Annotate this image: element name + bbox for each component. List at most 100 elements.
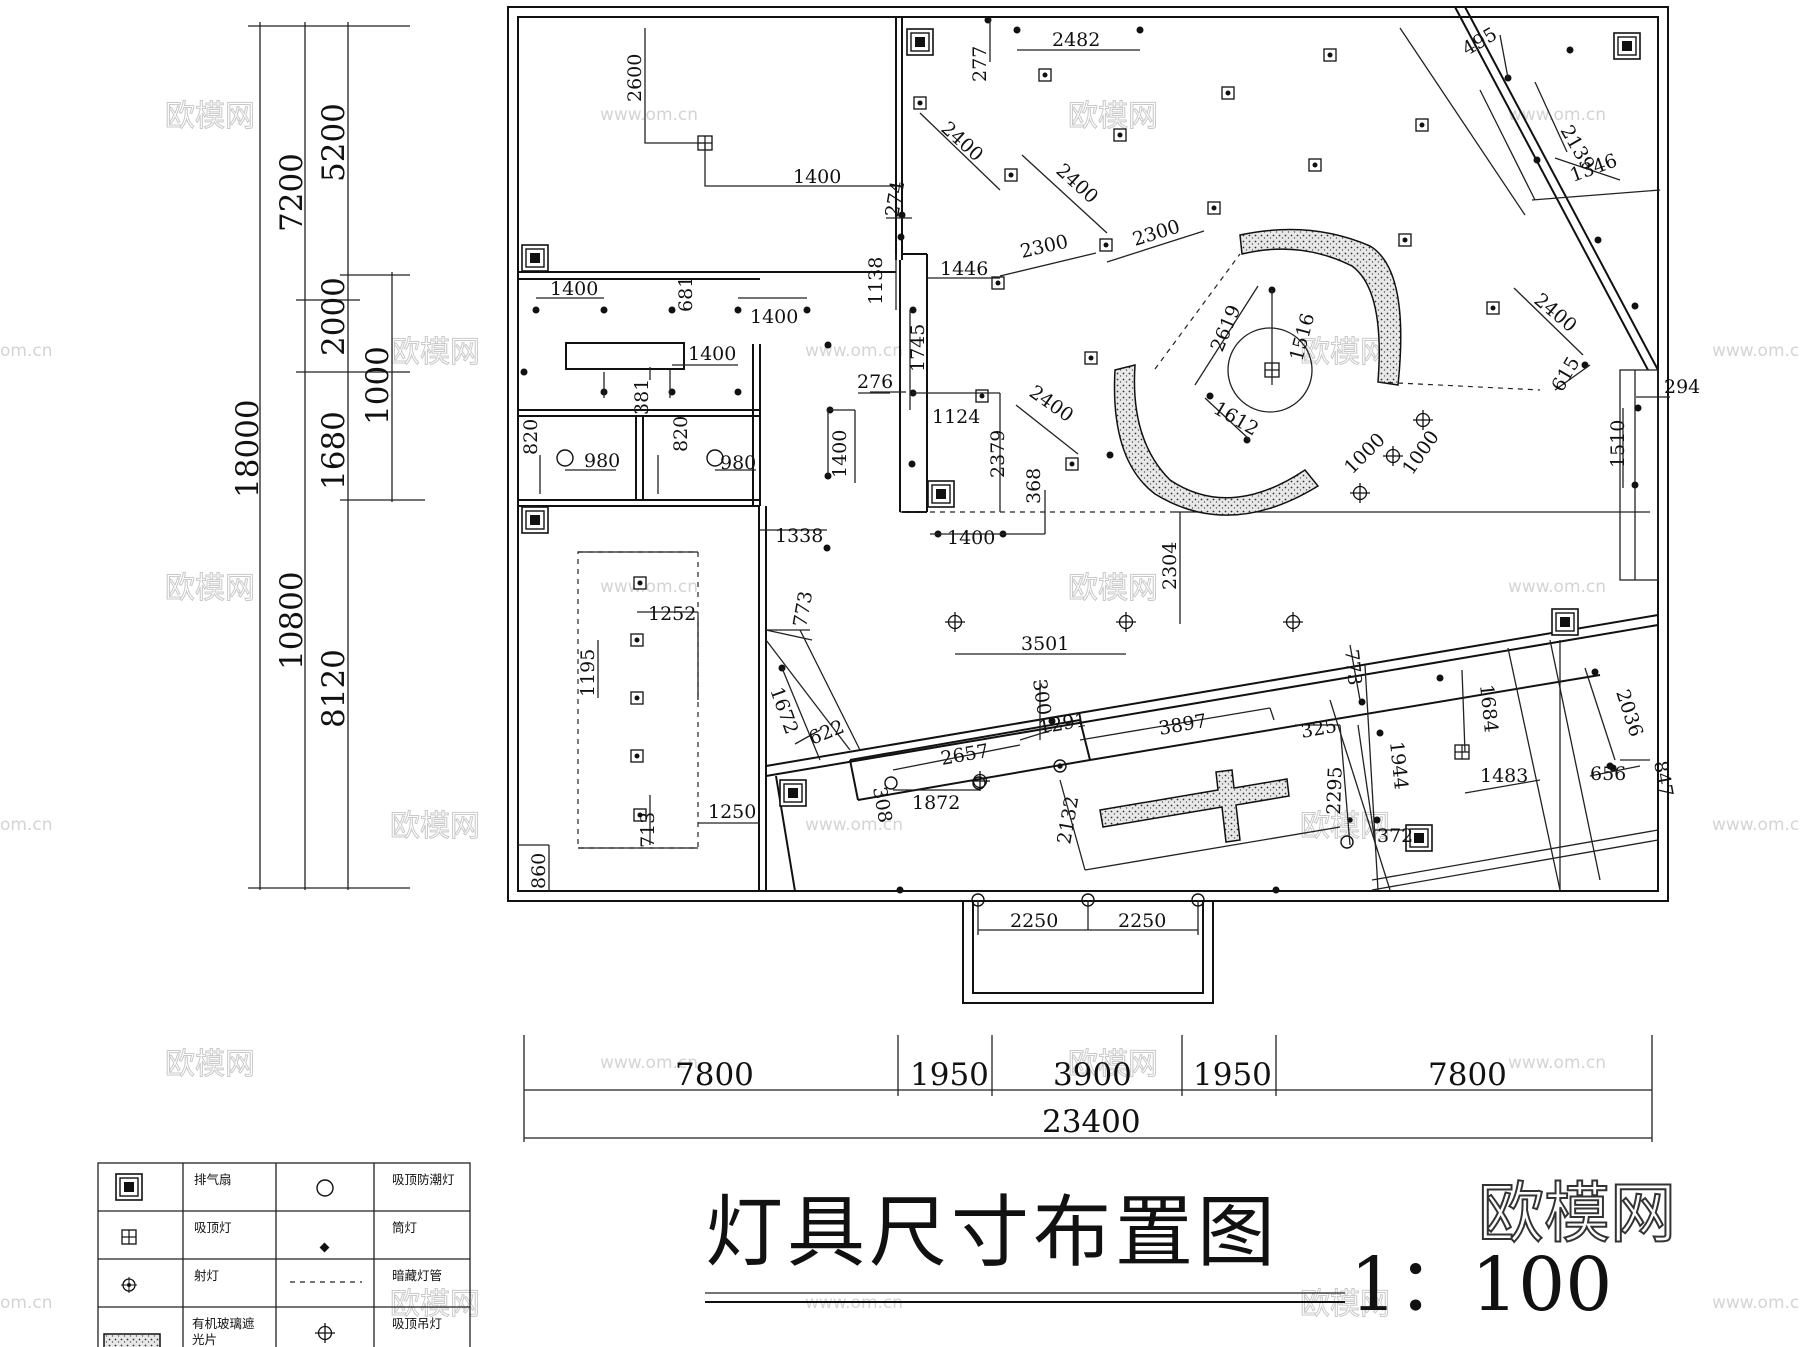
dim-label: 820 (520, 419, 542, 455)
interior-walls (518, 6, 1661, 892)
dim-label: 276 (857, 371, 893, 393)
dim-label: 1124 (932, 406, 980, 428)
dim-label: 615 (1547, 353, 1584, 395)
spotlight-icon (121, 1277, 137, 1293)
dim-label: 1400 (688, 343, 736, 365)
watermark-url: www.om.cn (1712, 815, 1800, 835)
legend-label: 有机玻璃遮 (192, 1316, 255, 1331)
dim-label: 2482 (1052, 29, 1100, 51)
dim-bottom-seg: 1950 (910, 1057, 989, 1093)
dim-label: 1745 (907, 324, 929, 372)
dim-label: 294 (1664, 376, 1700, 398)
dim-label: 2400 (1025, 381, 1077, 427)
watermark-logo: 欧模网 (1068, 571, 1158, 606)
acrylic-panel-icon (103, 1333, 161, 1347)
legend-label: 吸顶防潮灯 (392, 1172, 455, 1187)
dim-label: 1252 (648, 603, 696, 625)
watermark-logo: 欧模网 (165, 1047, 255, 1082)
dim-label: 2619 (1206, 302, 1245, 355)
watermark-logo: 欧模网 (165, 571, 255, 606)
ceiling-lamp-icon (121, 1229, 137, 1245)
dim-label: 847 (1649, 759, 1677, 799)
dim-label: 1944 (1385, 740, 1412, 790)
dim-label: 1000 (1340, 429, 1390, 479)
dim-label: 2379 (987, 430, 1009, 478)
legend-label: 射灯 (194, 1268, 219, 1283)
legend-label: 排气扇 (194, 1172, 232, 1187)
watermark-url: www.om.cn (805, 815, 903, 835)
dim-label: 622 (806, 716, 848, 750)
dim-label: 2600 (624, 54, 646, 102)
left-dimension-chains: 18000 7200 10800 5200 2000 1680 8120 100… (230, 22, 425, 890)
watermark-logo: 欧模网 (1068, 99, 1158, 134)
dim-label: 681 (675, 276, 697, 312)
dim-label: 1446 (940, 258, 988, 280)
dim-label: 1195 (577, 649, 599, 697)
dim-label: 2295 (1323, 766, 1347, 815)
watermark-logo: 欧模网 (390, 335, 480, 370)
dim-label: 1510 (1607, 420, 1629, 468)
dim-bottom-seg: 7800 (1428, 1057, 1507, 1093)
dim-label: 3897 (1157, 710, 1208, 740)
dim-label: 656 (1590, 763, 1626, 785)
dim-label: 2132 (1053, 794, 1083, 845)
dim-label: 1338 (775, 525, 823, 547)
legend-label: 吸顶灯 (194, 1220, 232, 1235)
acrylic-panels (1099, 228, 1541, 843)
watermark-logo: 欧模网 (1300, 335, 1390, 370)
dim-label: 1612 (1210, 397, 1263, 440)
dim-label: 325 (1299, 715, 1339, 743)
dim-label: 2300 (1018, 231, 1070, 263)
drawing-scale: 1：100 (1350, 1242, 1613, 1328)
drawing-title: 灯具尺寸布置图 (705, 1188, 1280, 1278)
dim-label: 1400 (550, 278, 598, 300)
legend: 排气扇 吸顶防潮灯 吸顶灯 筒灯 射灯 暗藏灯管 有机玻璃遮 光片 吸顶吊灯 (97, 1162, 471, 1347)
watermark-url: om.cn (0, 1293, 53, 1313)
downlight-icon (319, 1242, 330, 1253)
watermark-url: www.om.cn (600, 105, 698, 125)
dim-label: 1250 (708, 801, 756, 823)
dim-label: 2400 (1052, 159, 1103, 208)
watermark-url: www.om.cn (1712, 1293, 1800, 1313)
dim-label: 274 (881, 179, 909, 219)
dim-label: 381 (631, 379, 653, 415)
dim-label: 2250 (1118, 910, 1166, 932)
legend-label: 暗藏灯管 (392, 1268, 442, 1283)
dim-8120: 8120 (316, 649, 352, 728)
dim-label: 820 (670, 416, 692, 452)
dim-1680: 1680 (316, 411, 352, 490)
dim-label: 2036 (1611, 687, 1647, 740)
dim-7200: 7200 (274, 153, 310, 232)
dim-bottom-seg: 7800 (675, 1057, 754, 1093)
dim-total-height: 18000 (230, 399, 266, 498)
dim-bottom-total: 23400 (1042, 1104, 1141, 1140)
dim-10800: 10800 (274, 571, 310, 670)
moistureproof-ceiling-lamp-icon (316, 1179, 334, 1197)
dim-label: 2400 (1530, 289, 1581, 337)
pendant-lamp-icon (314, 1322, 336, 1344)
watermark-url: www.om.cn (1712, 341, 1800, 361)
dim-label: 773 (789, 589, 817, 629)
watermark-url: www.om.cn (1508, 1053, 1606, 1073)
watermark-logo: 欧模网 (390, 1287, 480, 1322)
dim-label: 2657 (939, 740, 990, 770)
dim-5200: 5200 (316, 103, 352, 182)
plan-dimension-labels: 2600 1400 277 2482 495 2139 1346 2400 24… (520, 23, 1700, 932)
dim-label: 2304 (1159, 542, 1181, 590)
dim-label: 1400 (829, 430, 851, 478)
dim-label: 980 (584, 450, 620, 472)
dim-label: 2400 (937, 117, 988, 166)
dim-label: 372 (1377, 825, 1413, 847)
dim-label: 368 (1023, 468, 1045, 504)
dim-label: 1672 (765, 684, 802, 737)
watermark-logo: 欧模网 (1068, 1047, 1158, 1082)
watermark-url: om.cn (0, 815, 53, 835)
dim-label: 1400 (793, 166, 841, 188)
dim-label: 713 (637, 812, 659, 848)
downlights (520, 16, 1642, 894)
dim-label: 1872 (912, 792, 960, 814)
watermark-logo: 欧模网 (390, 809, 480, 844)
legend-label: 吸顶吊灯 (392, 1316, 442, 1331)
plan-dimension-lines (518, 18, 1670, 935)
